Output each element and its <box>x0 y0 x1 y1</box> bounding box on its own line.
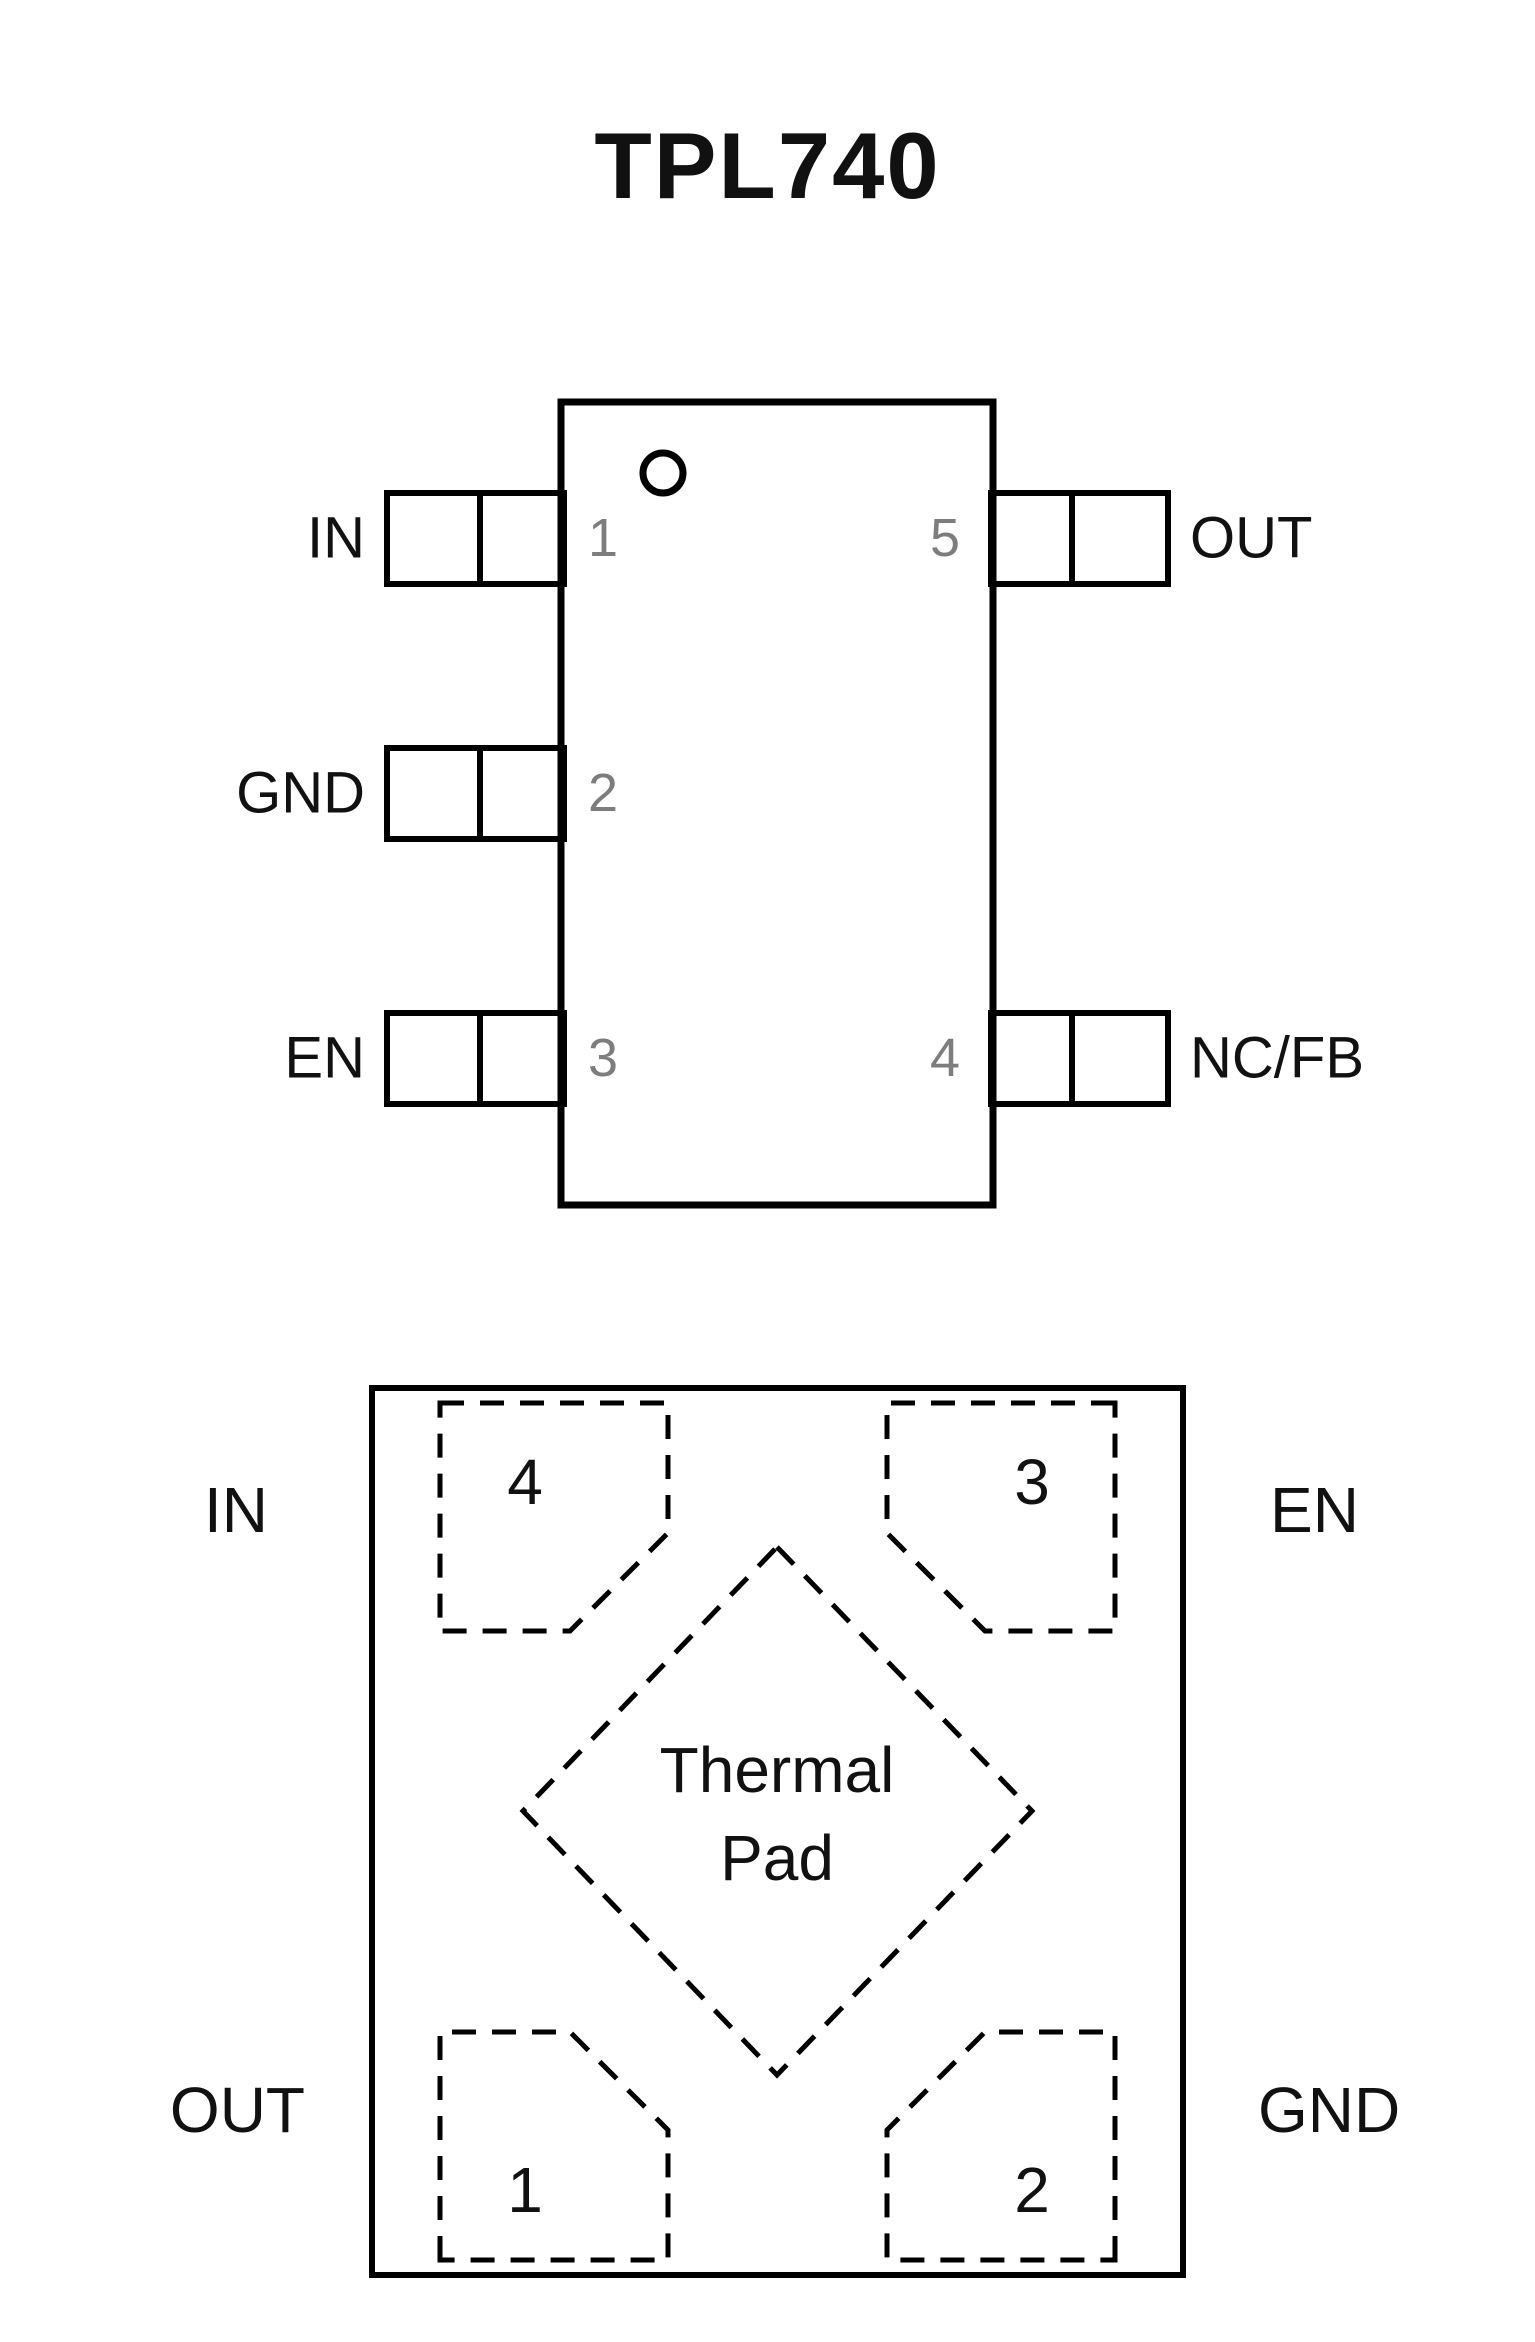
pin-gnd: GND 2 <box>236 745 618 842</box>
pin-number-1: 1 <box>588 508 618 568</box>
pin-label-out: OUT <box>1190 506 1312 571</box>
thermal-pad-label-line2: Pad <box>720 1822 834 1894</box>
pad-3-outline <box>884 1400 1118 1634</box>
pin-number-3: 3 <box>588 1028 618 1088</box>
thermal-pad-label-line1: Thermal <box>660 1734 895 1806</box>
thermal-pad-outline <box>519 1543 1036 2079</box>
package-outline <box>369 1385 1186 2278</box>
pad-label-gnd: GND <box>1258 2074 1400 2146</box>
pin-ncfb: NC/FB 4 <box>930 1010 1364 1107</box>
pad-number-2: 2 <box>1014 2154 1050 2226</box>
pad-number-4: 4 <box>507 1446 543 1518</box>
pin-box <box>988 1010 1171 1107</box>
pad-4-outline <box>437 1400 671 1634</box>
pad-2-outline <box>884 2029 1118 2263</box>
pin-box <box>384 490 567 587</box>
pin-label-in: IN <box>307 506 365 571</box>
package-bottom-view-diagram: 4 3 1 2 Thermal Pad IN EN OUT GND <box>170 1385 1400 2278</box>
pin-label-en: EN <box>284 1026 365 1091</box>
pad-number-1: 1 <box>507 2154 543 2226</box>
pin-box <box>384 1010 567 1107</box>
pad-label-out: OUT <box>170 2074 305 2146</box>
pin-in: IN 1 <box>307 490 618 587</box>
pin-box <box>384 745 567 842</box>
pin-number-4: 4 <box>930 1028 960 1088</box>
pin-en: EN 3 <box>284 1010 618 1107</box>
ic-body-outline <box>557 398 997 1209</box>
pin-out: OUT 5 <box>930 490 1312 587</box>
pin-number-2: 2 <box>588 763 618 823</box>
pin-label-ncfb: NC/FB <box>1190 1026 1364 1091</box>
pad-label-en: EN <box>1270 1474 1359 1546</box>
pin-label-gnd: GND <box>236 761 365 826</box>
pad-label-in: IN <box>204 1474 268 1546</box>
package-top-view-diagram: IN 1 GND 2 EN 3 OUT 5 NC/FB <box>236 398 1364 1209</box>
pin-box <box>988 490 1171 587</box>
pad-1-outline <box>437 2029 671 2263</box>
pin-1-indicator-icon <box>639 449 687 497</box>
pad-number-3: 3 <box>1014 1446 1050 1518</box>
page-title: TPL740 <box>594 113 941 218</box>
pin-number-5: 5 <box>930 508 960 568</box>
